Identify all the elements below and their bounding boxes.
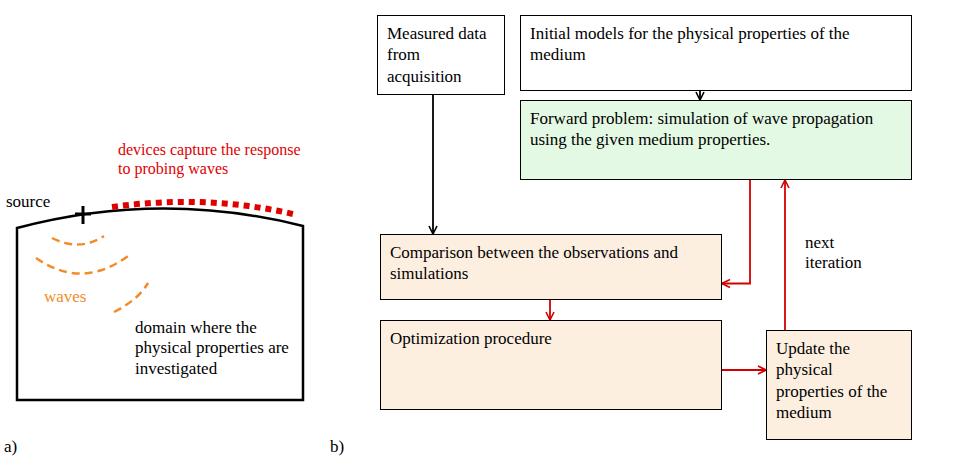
edge-label: next iteration [805,233,885,274]
box-text: Optimization procedure [390,328,712,349]
receiver-devices [112,202,293,214]
panel-label: a) [4,437,34,457]
box-text: Comparison between the observations and … [390,242,712,285]
flow-arrow [722,369,766,371]
source-label: source [6,192,66,212]
forward-box: Forward problem: simulation of wave prop… [520,100,912,180]
panel-label: b) [330,437,360,457]
box-text: Forward problem: simulation of wave prop… [530,108,902,151]
box-text: Update the physical properties of the me… [776,338,902,423]
waves-label: waves [44,287,114,307]
data-box: Measured data from acquisition [377,15,505,95]
box-text: Initial models for the physical properti… [530,23,902,66]
flow-arrow [784,180,786,330]
flow-arrow [432,95,434,234]
devices-label: devices capture the response to probing … [118,140,310,178]
flow-arrow [722,180,750,284]
update-box: Update the physical properties of the me… [766,330,912,440]
wave-fronts [36,236,148,312]
model-box: Initial models for the physical properti… [520,15,912,91]
domain-label: domain where the physical properties are… [135,318,295,379]
flow-arrow [549,300,551,320]
box-text: Measured data from acquisition [387,23,495,87]
optimization-box: Optimization procedure [380,320,722,410]
comparison-box: Comparison between the observations and … [380,234,722,300]
source-cross [75,206,91,224]
domain-outline [17,208,303,400]
flow-arrow [699,91,701,100]
